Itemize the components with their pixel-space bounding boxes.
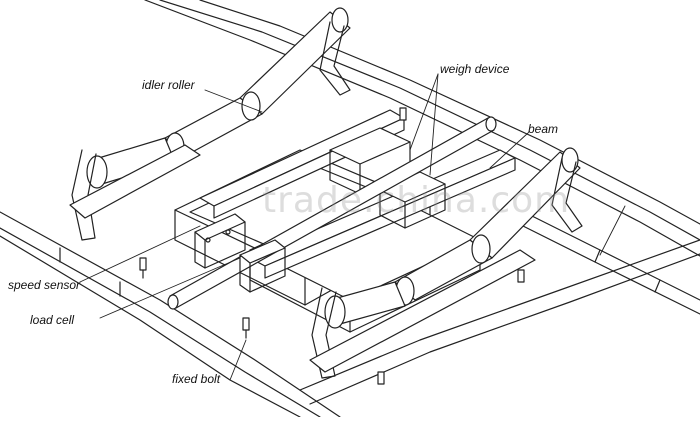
weigh-device — [329, 127, 446, 229]
right-frame-rail — [144, 0, 700, 315]
leader-lines — [79, 73, 626, 381]
watermark: trade.china.com — [262, 180, 571, 221]
idler-set-bottom — [309, 147, 583, 379]
fixed-bolt — [139, 107, 525, 385]
label-fixed-bolt: fixed bolt — [172, 372, 221, 386]
beam-right — [249, 149, 516, 279]
label-speed-sensor: speed sensor — [8, 278, 81, 292]
bottom-frame-rail — [299, 239, 700, 405]
idler-set-top — [69, 7, 351, 241]
label-idler-roller: idler roller — [142, 78, 195, 92]
load-cell — [194, 213, 286, 293]
label-load-cell: load cell — [30, 313, 75, 327]
label-beam: beam — [528, 122, 559, 136]
left-frame-rail — [0, 211, 341, 418]
label-weigh-device: weigh device — [440, 62, 510, 76]
